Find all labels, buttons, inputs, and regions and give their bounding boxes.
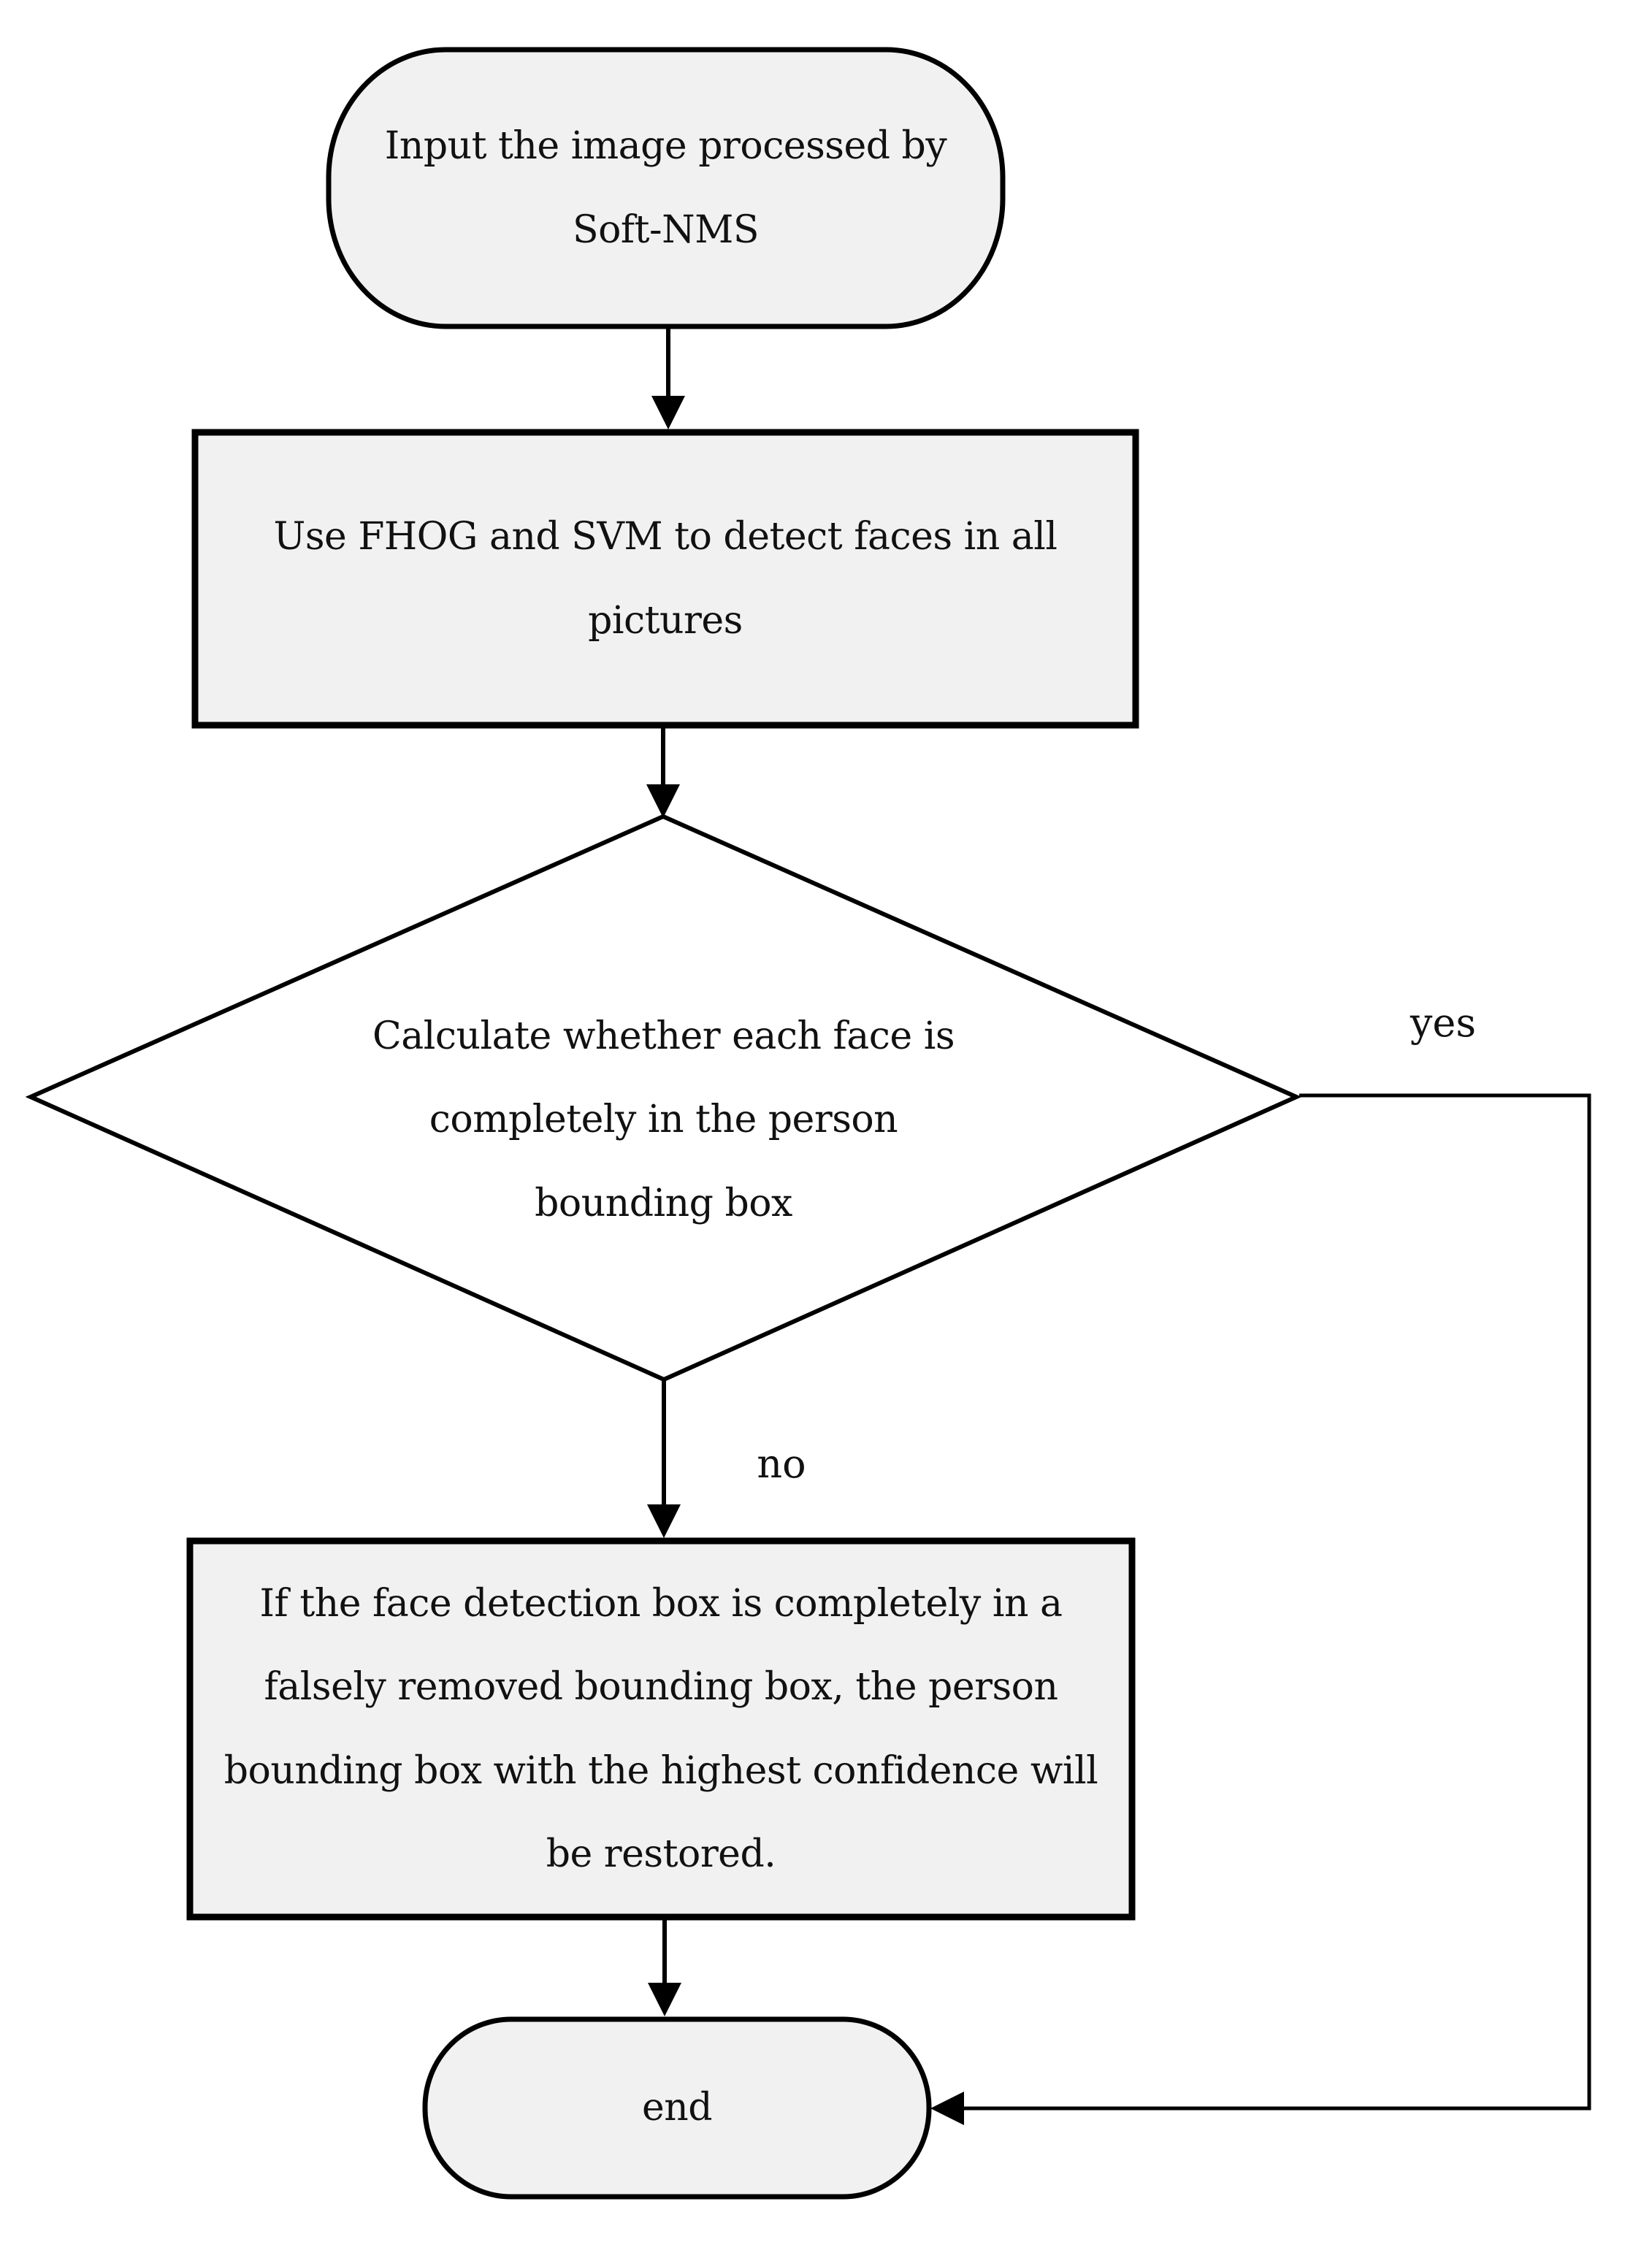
arrow-decision-to-end <box>930 1093 1591 2125</box>
start-node-shape <box>326 47 1006 329</box>
end-node-shape <box>422 2016 932 2200</box>
yes-branch-label: yes <box>1410 999 1477 1046</box>
arrow-detect-to-decision <box>646 727 680 818</box>
end-node-label: end <box>641 2086 713 2130</box>
arrow-decision-to-end-line <box>963 1093 1591 2111</box>
arrow-decision-to-restore <box>647 1380 681 1538</box>
detect-process-shape <box>191 429 1139 729</box>
restore-process-label: If the face detection box is completely … <box>223 1581 1098 1876</box>
start-node-label: Input the image processed by Soft-NMS <box>384 124 947 252</box>
arrow-detect-to-decision-head <box>646 784 680 818</box>
restore-process-shape <box>186 1537 1136 1921</box>
decision-diamond-label: Calculate whether each face is completel… <box>372 1014 955 1225</box>
arrow-start-to-detect-head <box>651 396 685 429</box>
arrow-restore-to-end <box>648 1918 681 2016</box>
arrow-start-to-detect <box>651 328 685 429</box>
detect-process-label: Use FHOG and SVM to detect faces in all … <box>273 515 1058 643</box>
arrow-decision-to-restore-head <box>647 1504 681 1538</box>
arrow-restore-to-end-head <box>648 1983 681 2016</box>
arrow-decision-to-end-head <box>930 2092 964 2125</box>
no-branch-label: no <box>757 1440 806 1487</box>
